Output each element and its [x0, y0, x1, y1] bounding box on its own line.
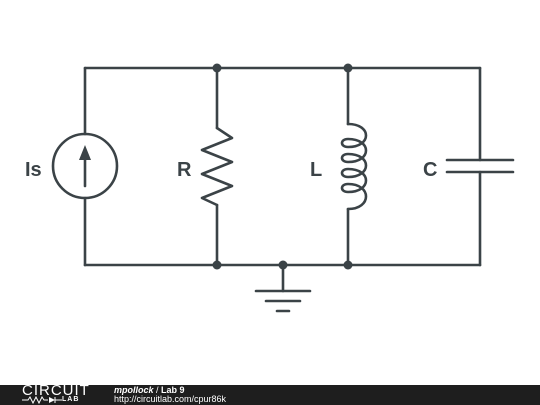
- logo-text-lab: LAB: [62, 396, 80, 403]
- capacitor-label: C: [423, 159, 437, 181]
- footer-bar: CIRCUIT LAB mpollock / Lab 9 http://circ…: [0, 382, 540, 405]
- junction-node: [343, 63, 353, 73]
- project-url[interactable]: http://circuitlab.com/cpur86k: [114, 394, 227, 404]
- junction-node: [212, 260, 222, 270]
- author-name[interactable]: mpollock: [114, 385, 154, 395]
- logo-text-circuit: CIRCUIT: [22, 382, 90, 399]
- inductor-symbol: [340, 122, 368, 211]
- resistor-label: R: [177, 159, 192, 181]
- current-source-label: Is: [25, 159, 42, 181]
- junction-node: [212, 63, 222, 73]
- ground-symbol: [254, 289, 312, 313]
- resistor-wave-icon: [22, 396, 62, 404]
- junction-node: [343, 260, 353, 270]
- footer-title-line: mpollock / Lab 9: [114, 386, 226, 395]
- junction-node: [278, 260, 288, 270]
- circuitlab-logo[interactable]: CIRCUIT LAB: [22, 382, 94, 405]
- current-source-symbol: [51, 132, 119, 200]
- circuit-schematic: Is R L C: [25, 63, 515, 313]
- inductor-label: L: [310, 159, 322, 181]
- project-title: Lab 9: [161, 385, 185, 395]
- footer-credits: mpollock / Lab 9 http://circuitlab.com/c…: [114, 386, 226, 404]
- resistor-symbol: [200, 126, 234, 207]
- title-separator: /: [153, 385, 162, 395]
